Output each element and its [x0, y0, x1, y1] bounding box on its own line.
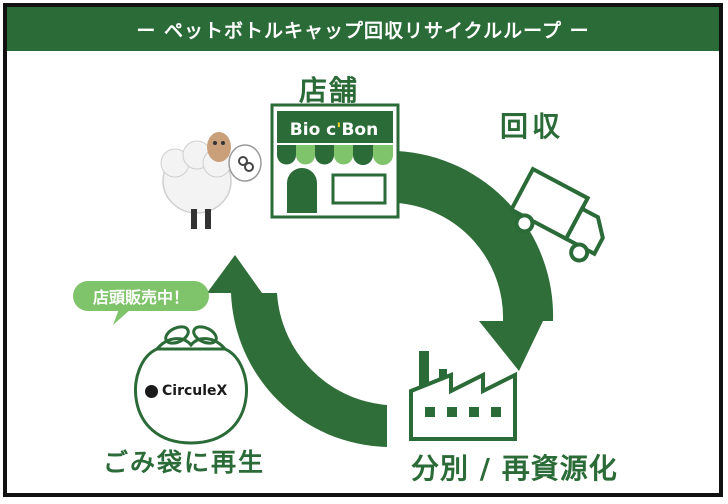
- cycle-arrow-icon: [207, 151, 554, 447]
- store-sign-accent: ': [336, 120, 342, 140]
- diagram-canvas: [73, 103, 605, 447]
- title-banner: ー ペットボトルキャップ回収リサイクルループ ー: [7, 7, 719, 51]
- garbage-bag-icon: [134, 325, 248, 445]
- circulex-logo-icon: [145, 384, 158, 398]
- store-label: 店舗: [299, 74, 360, 107]
- collect-label: 回収: [500, 110, 565, 143]
- bag-brand: CirculeX: [145, 381, 241, 401]
- speech-bubble: [73, 281, 209, 325]
- sheep-mascot-icon: [160, 132, 262, 229]
- store-sign-end: Bon: [341, 120, 379, 140]
- bubble-text: 店頭販売中！: [92, 288, 189, 307]
- arrow-process-to-store: [207, 255, 387, 447]
- arrow-store-to-process: [397, 151, 554, 371]
- process-label: 分別 / 再資源化: [411, 452, 618, 485]
- bag-brand-text: CirculeX: [162, 383, 228, 399]
- recycle-loop-diagram: Bio c' Bon 店頭販売中！ CirculeX 店舗 回収 分別 / 再資…: [7, 51, 719, 493]
- store-sign: Bio c' Bon: [279, 117, 389, 143]
- factory-icon: [409, 351, 517, 441]
- bag-label: ごみ袋に再生: [103, 448, 266, 477]
- store-sign-main: Bio c: [289, 120, 337, 140]
- truck-icon: [508, 166, 605, 263]
- diagram-frame: ー ペットボトルキャップ回収リサイクルループ ー: [3, 3, 723, 497]
- diagram-title: ー ペットボトルキャップ回収リサイクルループ ー: [136, 19, 590, 42]
- store-icon: [270, 103, 400, 219]
